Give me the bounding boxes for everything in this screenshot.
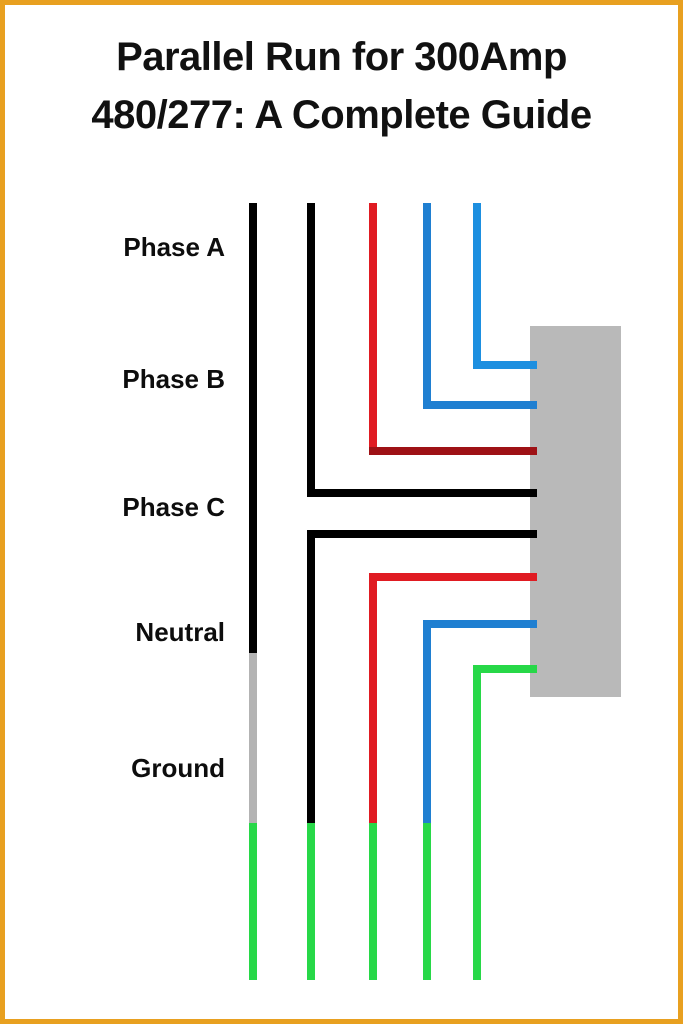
run5-lightblue-vertical xyxy=(473,203,481,369)
run1-green-vertical xyxy=(249,823,257,980)
run3-red-vertical-lower xyxy=(369,573,377,823)
run4-blue-horizontal-feed-2 xyxy=(423,620,537,628)
run2-black-vertical-lower xyxy=(307,530,315,823)
run5-lightblue-horizontal-feed xyxy=(473,361,537,369)
run2-black-horizontal-feed-2 xyxy=(307,530,537,538)
page-title-line-2: 480/277: A Complete Guide xyxy=(91,93,592,137)
frame-border-right xyxy=(678,0,683,1024)
wire-label-phase-b: Phase B xyxy=(122,364,225,394)
run4-blue-horizontal-feed xyxy=(423,401,537,409)
run3-red-horizontal-feed xyxy=(369,573,537,581)
wire-label-phase-c: Phase C xyxy=(122,492,225,522)
run3-red-vertical-upper xyxy=(369,203,377,449)
run2-green-vertical xyxy=(307,823,315,980)
frame-border-left xyxy=(0,0,5,1024)
run4-blue-vertical-lower xyxy=(423,620,431,823)
wire-label-phase-a: Phase A xyxy=(123,232,225,262)
run3-darkred-horizontal-feed xyxy=(369,447,537,455)
wire-label-group: Phase A Phase B Phase C Neutral Ground xyxy=(60,0,225,1024)
page-title-line-1: Parallel Run for 300Amp xyxy=(116,35,567,79)
wire-label-ground: Ground xyxy=(131,753,225,783)
run2-black-horizontal-feed-1 xyxy=(307,489,537,497)
run4-blue-vertical xyxy=(423,203,431,409)
run1-gray-vertical xyxy=(249,653,257,823)
distribution-panel xyxy=(530,326,621,697)
run4-green-vertical xyxy=(423,823,431,980)
wire-label-neutral: Neutral xyxy=(135,617,225,647)
frame-border-top xyxy=(0,0,683,5)
run2-black-vertical-upper xyxy=(307,203,315,497)
page-title: Parallel Run for 300Amp 480/277: A Compl… xyxy=(40,28,643,144)
run5-green-vertical xyxy=(473,665,481,980)
run3-green-vertical xyxy=(369,823,377,980)
frame-border-bottom xyxy=(0,1019,683,1024)
run5-green-horizontal-feed xyxy=(473,665,537,673)
run1-black-vertical xyxy=(249,203,257,653)
